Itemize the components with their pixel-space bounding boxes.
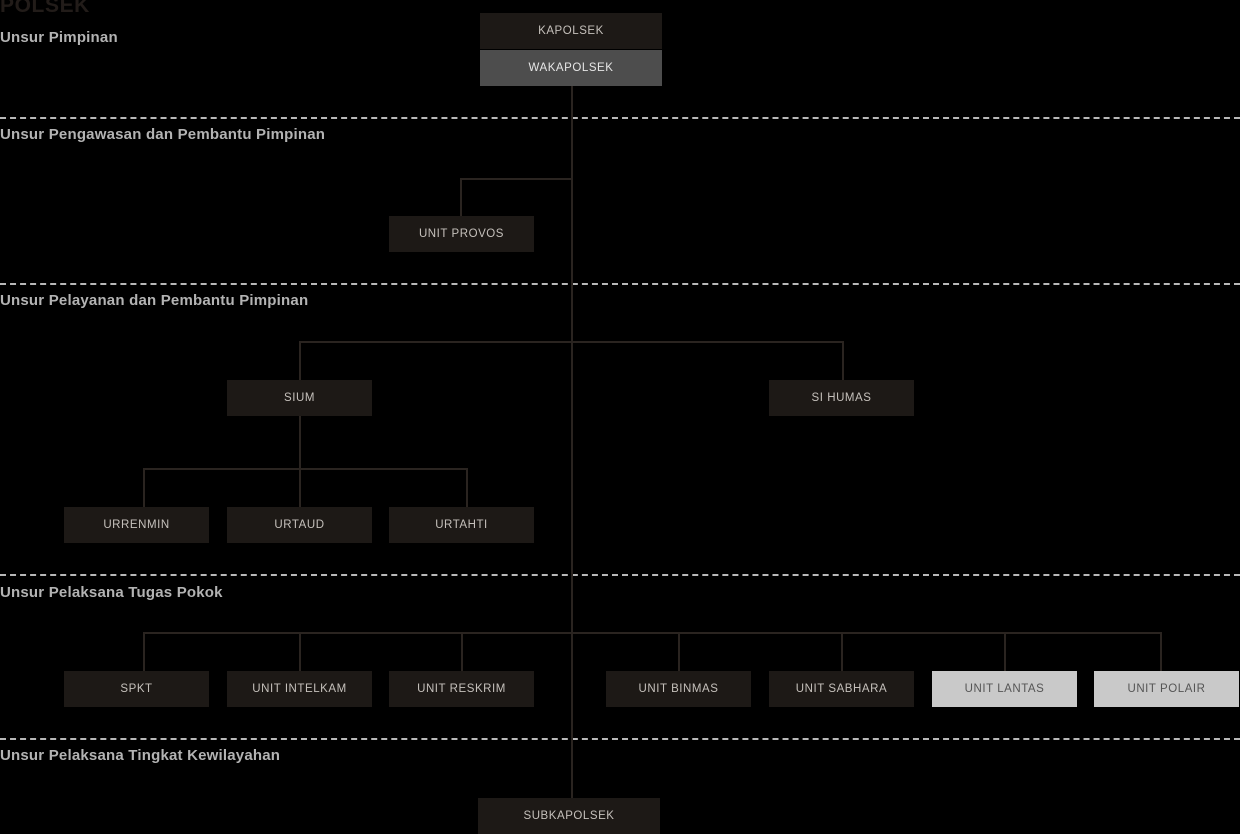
- connector-polair-drop: [1160, 632, 1162, 671]
- node-urrenmin[interactable]: URRENMIN: [64, 507, 209, 543]
- node-kapolsek[interactable]: KAPOLSEK: [480, 13, 662, 49]
- section-label-pelayanan: Unsur Pelayanan dan Pembantu Pimpinan: [0, 292, 309, 309]
- connector-urtahti-drop: [466, 468, 468, 507]
- section-divider-3: [0, 574, 1240, 576]
- connector-provos-horizontal: [460, 178, 573, 180]
- connector-provos-drop: [460, 178, 462, 216]
- node-wakapolsek[interactable]: WAKAPOLSEK: [480, 50, 662, 86]
- node-sium[interactable]: SIUM: [227, 380, 372, 416]
- connector-sihumas-drop: [842, 341, 844, 380]
- node-unit-provos[interactable]: UNIT PROVOS: [389, 216, 534, 252]
- connector-main-spine: [571, 86, 573, 798]
- node-unit-polair[interactable]: UNIT POLAIR: [1094, 671, 1239, 707]
- connector-pelayanan-bar: [299, 341, 844, 343]
- connector-tugaspokok-bar: [143, 632, 1162, 634]
- node-unit-sabhara[interactable]: UNIT SABHARA: [769, 671, 914, 707]
- connector-sium-children-bar: [143, 468, 467, 470]
- section-label-pimpinan: Unsur Pimpinan: [0, 29, 118, 46]
- section-label-kewilayahan: Unsur Pelaksana Tingkat Kewilayahan: [0, 747, 281, 764]
- node-urtaud[interactable]: URTAUD: [227, 507, 372, 543]
- section-label-tugas-pokok: Unsur Pelaksana Tugas Pokok: [0, 584, 223, 601]
- connector-sium-drop: [299, 341, 301, 380]
- connector-urtaud-drop: [299, 468, 301, 507]
- connector-sabhara-drop: [841, 632, 843, 671]
- section-divider-4: [0, 738, 1240, 740]
- node-unit-binmas[interactable]: UNIT BINMAS: [606, 671, 751, 707]
- connector-spkt-drop: [143, 632, 145, 671]
- node-unit-lantas[interactable]: UNIT LANTAS: [932, 671, 1077, 707]
- node-subkapolsek[interactable]: SUBKAPOLSEK: [478, 798, 660, 834]
- connector-lantas-drop: [1004, 632, 1006, 671]
- connector-binmas-drop: [678, 632, 680, 671]
- section-label-pengawasan: Unsur Pengawasan dan Pembantu Pimpinan: [0, 126, 326, 143]
- node-unit-reskrim[interactable]: UNIT RESKRIM: [389, 671, 534, 707]
- node-unit-intelkam[interactable]: UNIT INTELKAM: [227, 671, 372, 707]
- node-si-humas[interactable]: SI HUMAS: [769, 380, 914, 416]
- page-title: POLSEK: [0, 0, 90, 17]
- connector-urrenmin-drop: [143, 468, 145, 507]
- section-divider-1: [0, 117, 1240, 119]
- connector-reskrim-drop: [461, 632, 463, 671]
- node-spkt[interactable]: SPKT: [64, 671, 209, 707]
- connector-intelkam-drop: [299, 632, 301, 671]
- connector-sium-stem: [299, 416, 301, 468]
- node-urtahti[interactable]: URTAHTI: [389, 507, 534, 543]
- section-divider-2: [0, 283, 1240, 285]
